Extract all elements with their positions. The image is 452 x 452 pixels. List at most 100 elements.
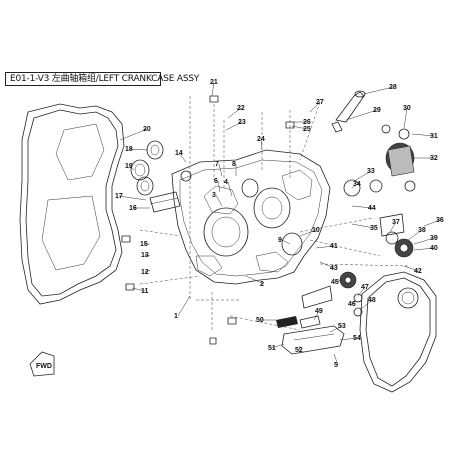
- callout-leader-23: [225, 121, 243, 131]
- callout-53: 53: [338, 323, 346, 330]
- callout-leader-41: [315, 245, 335, 249]
- callout-leader-6: [217, 180, 221, 193]
- callout-leader-44: [351, 205, 373, 209]
- callout-18: 18: [125, 146, 133, 153]
- callout-3: 3: [212, 192, 216, 199]
- right-cover-gasket: [359, 271, 437, 393]
- callout-30: 30: [403, 105, 411, 112]
- callout-leader-29: [345, 109, 378, 121]
- callout-46: 46: [348, 301, 356, 308]
- callout-42: 42: [414, 268, 422, 275]
- callout-4: 4: [224, 179, 228, 186]
- callout-leader-36: [423, 219, 441, 227]
- callout-13: 13: [141, 252, 149, 259]
- callout-1: 1: [174, 313, 178, 320]
- callout-leader-37: [389, 221, 397, 233]
- callout-leader-13: [144, 254, 151, 257]
- callout-14: 14: [175, 150, 183, 157]
- callout-leader-52: [298, 345, 301, 351]
- callout-leader-43: [319, 261, 335, 269]
- callout-2: 2: [260, 281, 264, 288]
- fwd-label: FWD: [36, 363, 52, 370]
- callout-leader-18: [128, 148, 149, 151]
- callout-leader-42: [403, 265, 419, 272]
- callout-50: 50: [256, 317, 264, 324]
- callout-leader-25: [291, 125, 308, 130]
- callout-leader-7: [218, 163, 223, 177]
- callout-49: 49: [315, 308, 323, 315]
- callout-leader-27: [309, 101, 321, 113]
- callout-leader-12: [144, 269, 151, 273]
- callout-47: 47: [361, 284, 369, 291]
- callout-27: 27: [316, 99, 324, 106]
- callout-35: 35: [370, 225, 378, 232]
- callout-9: 9: [278, 237, 282, 244]
- callout-32: 32: [430, 155, 438, 162]
- callout-19: 19: [125, 163, 133, 170]
- callout-leader-17: [118, 195, 147, 201]
- callout-44: 44: [368, 205, 376, 212]
- callout-leader-2: [245, 275, 265, 285]
- left-crankcase-body: [171, 149, 331, 285]
- callout-11: 11: [141, 288, 149, 295]
- callout-leader-5: [333, 353, 339, 366]
- callout-48: 48: [368, 297, 376, 304]
- callout-leader-4: [227, 181, 233, 197]
- callout-10: 10: [312, 227, 320, 234]
- callout-leader-31: [411, 133, 435, 137]
- callout-leader-30: [403, 107, 408, 129]
- callout-17: 17: [115, 193, 123, 200]
- left-crankcase-gasket: [19, 103, 125, 305]
- callout-leader-45: [334, 279, 343, 283]
- callout-leader-40: [413, 247, 435, 251]
- callout-24: 24: [257, 136, 265, 143]
- callout-leader-22: [227, 107, 242, 119]
- callout-43: 43: [330, 265, 338, 272]
- callout-leader-1: [177, 295, 191, 317]
- callout-leader-10: [299, 229, 317, 237]
- callout-6: 6: [214, 178, 218, 185]
- callout-leader-38: [407, 229, 423, 241]
- callout-leader-34: [351, 183, 358, 189]
- oil-filter-assembly: [343, 124, 416, 197]
- callout-28: 28: [389, 84, 397, 91]
- bearings-and-seals: [130, 140, 192, 213]
- callout-leader-46: [351, 299, 357, 305]
- callout-leader-14: [178, 152, 187, 163]
- callout-leader-39: [413, 237, 435, 245]
- callout-39: 39: [430, 235, 438, 242]
- callout-52: 52: [295, 347, 303, 354]
- callout-7: 7: [215, 161, 219, 168]
- callout-38: 38: [418, 227, 426, 234]
- callout-leader-3: [215, 194, 223, 207]
- callout-40: 40: [430, 245, 438, 252]
- callout-26: 26: [303, 119, 311, 126]
- callout-36: 36: [436, 217, 444, 224]
- callout-16: 16: [129, 205, 137, 212]
- callout-23: 23: [238, 119, 246, 126]
- callout-15: 15: [140, 241, 148, 248]
- callout-12: 12: [141, 269, 149, 276]
- callout-leader-24: [260, 138, 263, 151]
- callout-37: 37: [392, 219, 400, 226]
- callout-29: 29: [373, 107, 381, 114]
- callout-leader-48: [359, 299, 373, 311]
- callout-leader-9: [281, 239, 291, 245]
- callout-31: 31: [430, 133, 438, 140]
- oil-dipstick: [331, 90, 366, 133]
- diagram-title: E01-1-V3 左曲轴箱组/LEFT CRANKCASE ASSY: [10, 74, 200, 84]
- mounting-bracket: [276, 285, 345, 355]
- callout-leader-35: [351, 223, 375, 229]
- callout-33: 33: [367, 168, 375, 175]
- callout-41: 41: [330, 243, 338, 250]
- callout-leader-54: [339, 337, 358, 341]
- callout-22: 22: [237, 105, 245, 112]
- callout-leader-19: [128, 165, 135, 171]
- oil-pump-gears: [339, 213, 414, 317]
- callout-51: 51: [268, 345, 276, 352]
- callout-leader-47: [357, 286, 366, 297]
- callout-34: 34: [353, 181, 361, 188]
- bolts: [121, 95, 411, 345]
- callout-leader-49: [313, 310, 320, 321]
